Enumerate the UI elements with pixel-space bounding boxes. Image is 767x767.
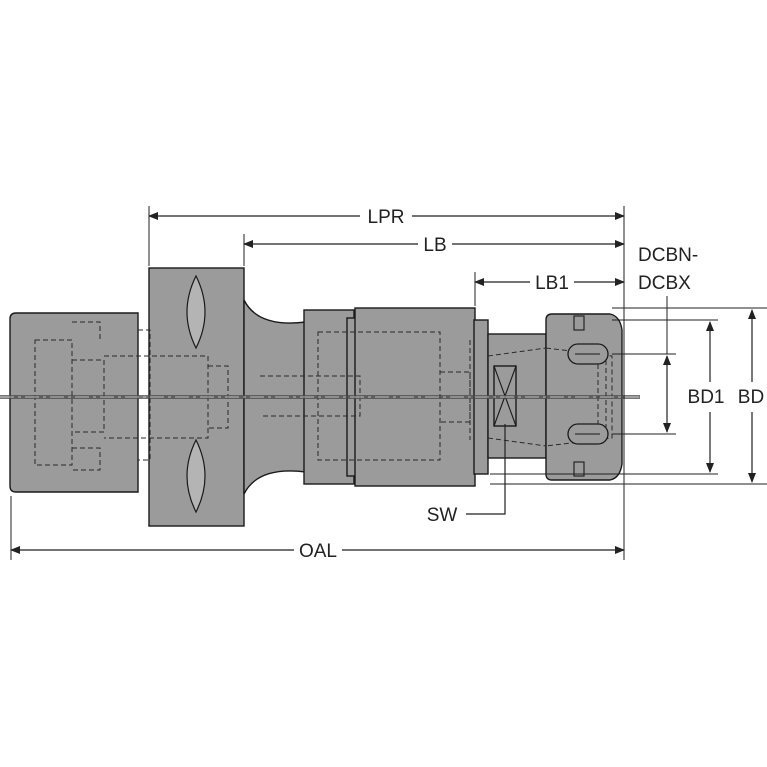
sw-leader bbox=[466, 424, 506, 515]
label-sw: SW bbox=[427, 505, 458, 526]
dimension-labels: LPR LB LB1 DCBN- DCBX BD1 BD SW OAL bbox=[299, 207, 764, 562]
label-lb: LB bbox=[423, 235, 446, 256]
extension-lines bbox=[10, 206, 767, 560]
collet-slots bbox=[567, 315, 609, 477]
label-dcbn-line2: DCBX bbox=[638, 273, 691, 294]
label-bd: BD bbox=[738, 387, 764, 408]
label-lb1: LB1 bbox=[535, 273, 569, 294]
label-lpr: LPR bbox=[368, 207, 405, 228]
label-bd1: BD1 bbox=[688, 387, 725, 408]
dimension-lines bbox=[10, 212, 756, 554]
drive-slot-lower bbox=[186, 438, 206, 514]
drive-slot-upper bbox=[186, 274, 206, 350]
label-oal: OAL bbox=[299, 541, 337, 562]
label-dcbn-line1: DCBN- bbox=[638, 245, 698, 266]
taper-shank bbox=[9, 312, 139, 493]
